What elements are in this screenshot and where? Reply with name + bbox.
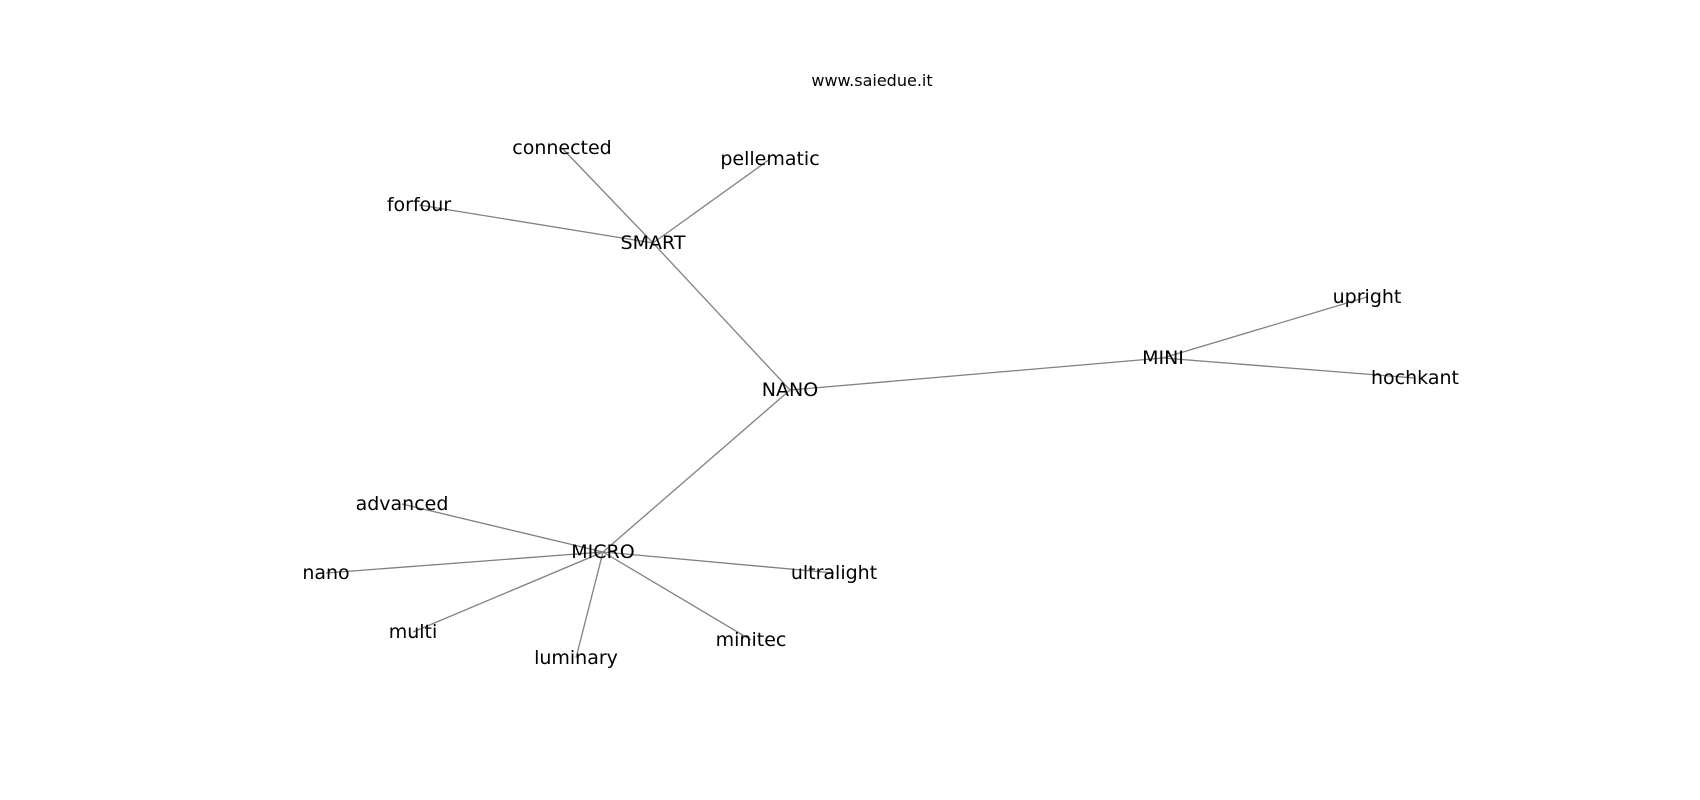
edge-NANO-SMART [652,242,791,391]
edge-MICRO-nano [325,551,604,574]
node-SMART: SMART [621,232,686,254]
node-upright: upright [1333,286,1402,308]
node-nano: nano [302,562,349,584]
edge-NANO-MINI [789,357,1164,391]
graph-edges [325,147,1416,659]
edge-MICRO-ultralight [602,551,835,574]
node-multi: multi [389,621,438,643]
node-MICRO: MICRO [571,541,634,563]
edge-SMART-pellematic [652,158,771,244]
edge-NANO-MICRO [602,389,791,553]
edge-SMART-connected [561,147,654,244]
node-MINI: MINI [1142,347,1184,369]
edge-MINI-upright [1162,296,1368,359]
node-minitec: minitec [716,629,787,651]
edge-MICRO-minitec [602,551,752,641]
graph-nodes: NANO SMART MINI MICRO connected pellematic for… [302,137,1459,669]
node-connected: connected [512,137,612,159]
node-ultralight: ultralight [791,562,877,584]
node-hochkant: hochkant [1371,367,1459,389]
node-luminary: luminary [534,647,618,669]
node-pellematic: pellematic [720,148,819,170]
edge-MICRO-advanced [401,503,604,553]
edge-MICRO-multi [412,551,604,633]
edge-SMART-forfour [418,204,654,244]
node-forfour: forfour [387,194,451,216]
edge-MICRO-luminary [575,551,604,659]
edge-MINI-hochkant [1162,357,1416,379]
node-advanced: advanced [356,493,449,515]
node-NANO: NANO [762,379,818,401]
